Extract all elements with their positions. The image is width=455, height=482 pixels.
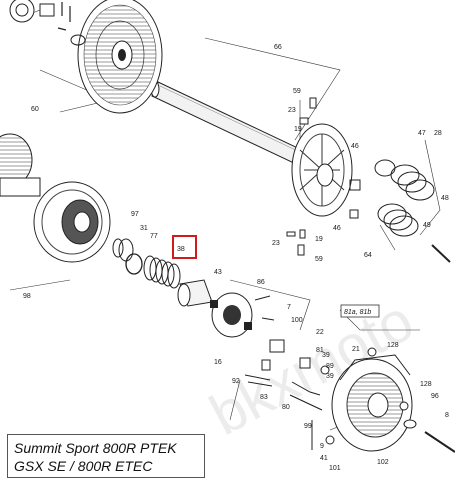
callout-box [340, 304, 380, 318]
drive-clutch-assembly [0, 133, 111, 263]
callout-label: 81a, 81b [344, 309, 371, 316]
highlight-box [172, 235, 197, 259]
part-label-47: 47 [418, 130, 426, 137]
part-label-77: 77 [150, 233, 158, 240]
part-label-38: 38 [177, 246, 185, 253]
part-label-7: 7 [287, 304, 291, 311]
driven-sheave [291, 123, 353, 217]
part-label-16: 16 [214, 359, 222, 366]
right-hardware [367, 244, 455, 453]
caption-line-1: Summit Sport 800R PTEK [14, 440, 177, 456]
part-label-81: 81 [316, 347, 324, 354]
part-label-9: 9 [320, 443, 324, 450]
part-label-23b: 23 [272, 240, 280, 247]
spider-86 [210, 292, 275, 338]
part-label-43: 43 [214, 269, 222, 276]
part-label-60: 60 [31, 106, 39, 113]
part-label-23a: 23 [288, 107, 296, 114]
part-label-46a: 46 [351, 143, 359, 150]
part-label-48: 48 [441, 195, 449, 202]
part-label-59b: 59 [315, 256, 323, 263]
part-labels: 60 66 59 23 19 46 47 28 48 46 64 49 23 1… [23, 44, 449, 472]
part-label-59a: 59 [293, 88, 301, 95]
part-label-99: 99 [304, 423, 312, 430]
top-left-hardware [9, 0, 86, 46]
part-label-97: 97 [131, 211, 139, 218]
part-label-96: 96 [431, 393, 439, 400]
fixed-sheave [77, 0, 163, 114]
part-label-92: 92 [232, 378, 240, 385]
part-label-86: 86 [257, 279, 265, 286]
part-label-64: 64 [364, 252, 372, 259]
part-label-19a: 19 [294, 126, 302, 133]
part-label-22: 22 [316, 329, 324, 336]
housing-102 [331, 354, 413, 452]
part-label-21: 21 [352, 346, 360, 353]
lower-linkage [244, 339, 335, 450]
spring-38 [143, 255, 181, 289]
part-label-83: 83 [260, 394, 268, 401]
part-label-80: 80 [282, 404, 290, 411]
part-label-39b: 39 [326, 373, 334, 380]
small-bolts [286, 97, 317, 256]
caption-line-2: GSX SE / 800R ETEC [14, 458, 153, 474]
part-label-128a: 128 [387, 342, 399, 349]
part-label-19b: 19 [315, 236, 323, 243]
part-label-128b: 128 [420, 381, 432, 388]
part-label-39a: 39 [322, 352, 330, 359]
part-label-89: 89 [326, 363, 334, 370]
part-label-46b: 46 [333, 225, 341, 232]
part-label-41: 41 [320, 455, 328, 462]
part-label-49: 49 [423, 222, 431, 229]
part-label-28: 28 [434, 130, 442, 137]
sleeve-43 [177, 279, 213, 307]
part-label-31: 31 [140, 225, 148, 232]
right-springs [349, 159, 435, 237]
part-label-98: 98 [23, 293, 31, 300]
part-label-100: 100 [291, 317, 303, 324]
washers-97-31-77 [112, 238, 143, 275]
part-label-66: 66 [274, 44, 282, 51]
part-label-102: 102 [377, 459, 389, 466]
part-label-101: 101 [329, 465, 341, 472]
model-caption: Summit Sport 800R PTEK GSX SE / 800R ETE… [7, 434, 205, 478]
part-label-8: 8 [445, 412, 449, 419]
